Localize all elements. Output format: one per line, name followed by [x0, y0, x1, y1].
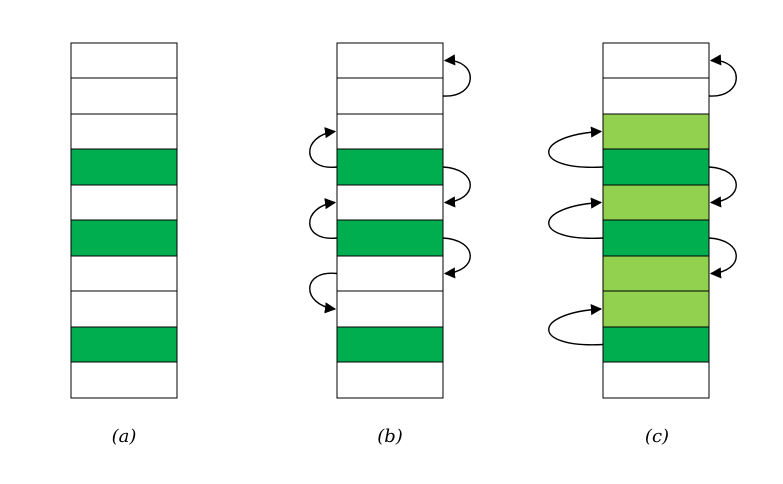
panel-a	[70, 42, 178, 399]
panel-c-cell-empty	[602, 361, 710, 399]
panel-b-cell-empty	[336, 290, 444, 328]
panel-c-cell-light-green	[602, 113, 710, 150]
panel-c-label: (c)	[645, 426, 669, 447]
panel-c-arrow-left	[548, 126, 604, 168]
panel-c-cell-empty	[602, 42, 710, 79]
panel-a-cell-empty	[70, 361, 178, 399]
panel-a-cell-dark-green	[70, 219, 178, 257]
panel-a-label: (a)	[112, 426, 137, 447]
panel-b-arrow-left	[309, 272, 338, 314]
panel-a-cell-empty	[70, 77, 178, 115]
panel-b-cell-dark-green	[336, 219, 444, 257]
panel-b-arrow-left	[309, 198, 338, 239]
panel-b-cell-empty	[336, 184, 444, 221]
panel-c-cell-dark-green	[602, 219, 710, 257]
panel-c	[548, 42, 737, 399]
panel-b-label: (b)	[377, 426, 403, 447]
panel-c-cell-dark-green	[602, 326, 710, 363]
panel-c-cell-light-green	[602, 184, 710, 221]
panel-b-cell-empty	[336, 77, 444, 115]
panel-a-cell-dark-green	[70, 148, 178, 186]
panel-b-cell-empty	[336, 113, 444, 150]
panel-b-cell-empty	[336, 42, 444, 79]
panel-b-cell-dark-green	[336, 148, 444, 186]
panel-b-arrow-right	[442, 237, 471, 279]
panel-c-cell-light-green	[602, 255, 710, 292]
panel-b-arrow-left	[309, 127, 338, 168]
panel-b-cell-dark-green	[336, 326, 444, 363]
panel-c-cell-light-green	[602, 290, 710, 328]
panel-b-cell-empty	[336, 255, 444, 292]
panel-c-arrow-right	[708, 54, 737, 97]
panel-a-cell-empty	[70, 184, 178, 221]
panel-a-cell-empty	[70, 255, 178, 292]
panel-c-arrow-right	[708, 166, 737, 208]
panel-c-arrow-left	[548, 197, 604, 239]
panel-a-cell-dark-green	[70, 326, 178, 363]
panel-b-arrow-right	[442, 166, 471, 208]
panel-c-arrow-left	[548, 303, 604, 346]
panel-c-cell-dark-green	[602, 148, 710, 186]
panel-b-cell-empty	[336, 361, 444, 399]
panel-a-cell-empty	[70, 113, 178, 150]
panel-a-cell-empty	[70, 290, 178, 328]
panel-b-arrow-right	[442, 54, 471, 97]
panel-c-arrow-right	[708, 237, 737, 279]
panel-b	[309, 42, 471, 399]
panel-c-cell-empty	[602, 77, 710, 115]
panel-a-cell-empty	[70, 42, 178, 79]
